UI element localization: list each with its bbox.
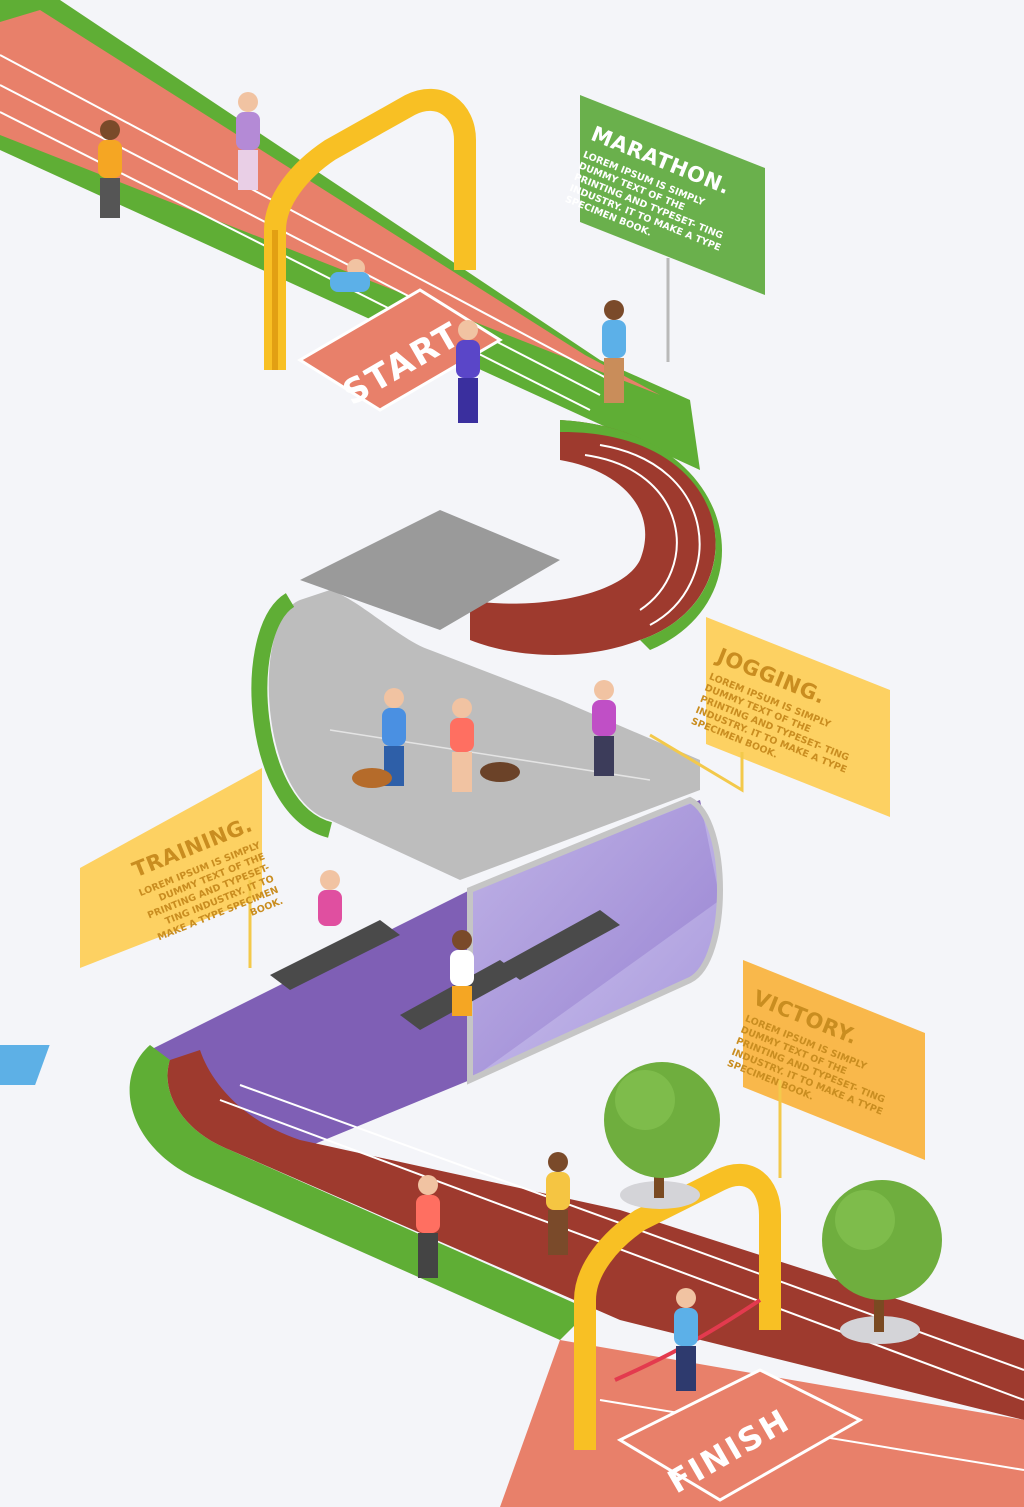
runner-icon xyxy=(236,92,260,190)
tree-icon xyxy=(822,1180,942,1344)
runner-icon xyxy=(450,698,474,792)
start-arch-icon xyxy=(264,89,476,370)
runner-icon xyxy=(416,1175,440,1278)
runner-icon xyxy=(592,680,616,776)
top-track xyxy=(0,0,722,655)
runner-icon xyxy=(456,320,480,423)
dog-icon xyxy=(352,762,520,788)
victory-sign-board xyxy=(743,960,925,1178)
training-sign-board xyxy=(80,768,262,968)
park-section xyxy=(251,510,700,880)
runner-icon xyxy=(330,259,370,292)
runner-icon xyxy=(318,870,342,926)
runner-icon xyxy=(98,120,122,218)
tree-icon xyxy=(604,1062,720,1209)
gym-section xyxy=(0,796,723,1150)
runner-icon xyxy=(602,300,626,403)
runner-icon xyxy=(450,930,474,1016)
runner-icon xyxy=(546,1152,570,1255)
marathon-sign-board xyxy=(580,95,765,362)
runner-icon xyxy=(674,1288,698,1391)
bottom-track xyxy=(129,1045,1024,1507)
jogging-sign-board xyxy=(649,617,890,817)
